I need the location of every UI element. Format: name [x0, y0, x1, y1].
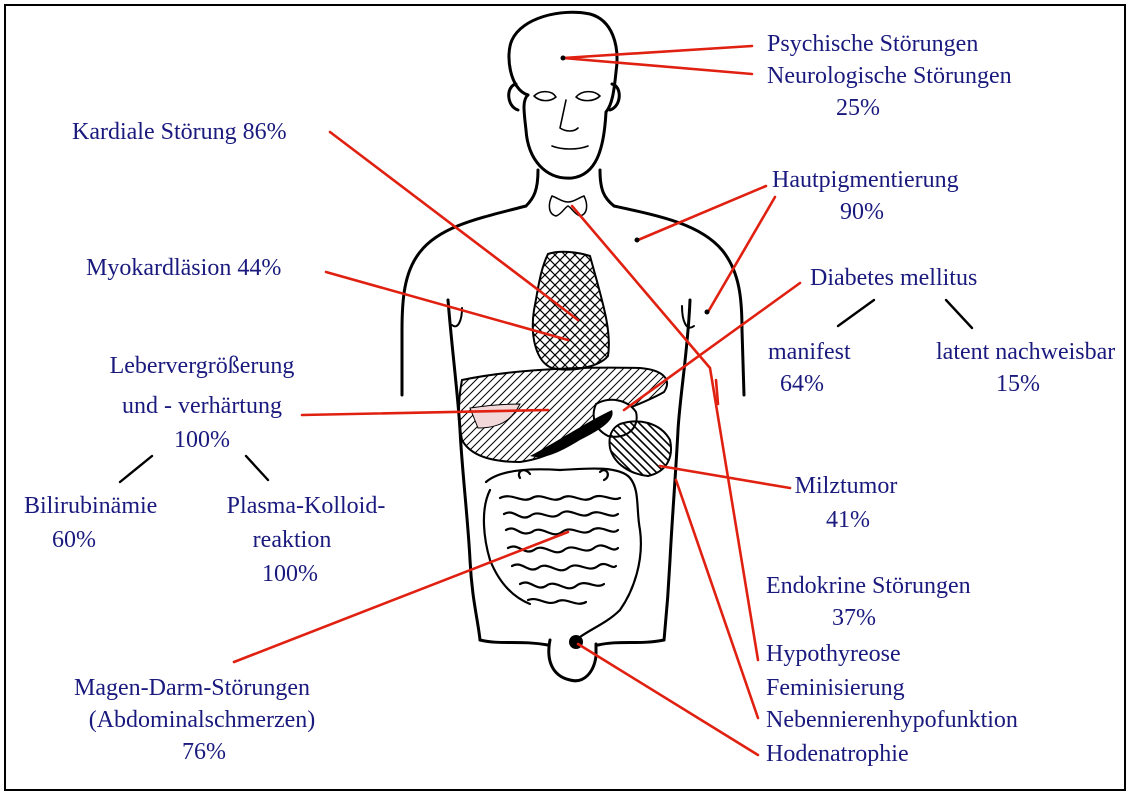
label-neurologisch: Neurologische Störungen	[767, 62, 1012, 90]
right-eye	[576, 92, 600, 101]
label-endokrin-pct: 37%	[832, 604, 876, 632]
leader-hoden	[578, 644, 758, 755]
leader-neurologisch	[563, 58, 752, 74]
label-haut-pct: 90%	[840, 198, 884, 226]
thyroid	[549, 196, 586, 216]
label-manifest-pct: 64%	[780, 370, 824, 398]
label-milz: Milztumor	[795, 472, 898, 500]
label-psychisch: Psychische Störungen	[767, 30, 978, 58]
label-magen-1: Magen-Darm-Störungen	[74, 674, 310, 702]
label-bilirubin-pct: 60%	[52, 526, 96, 554]
leader-kardial	[330, 132, 578, 320]
branch-latent	[946, 300, 972, 328]
leader-nebenniere	[676, 480, 758, 718]
right-shoulder	[614, 206, 744, 395]
label-hoden: Hodenatrophie	[766, 740, 909, 768]
leader-milz	[660, 466, 790, 488]
left-eye	[534, 92, 556, 101]
label-leber-2: und - verhärtung	[122, 392, 282, 420]
head-outline	[509, 12, 617, 178]
label-magen-pct: 76%	[182, 738, 226, 766]
label-plasma-1: Plasma-Kolloid-	[227, 492, 386, 520]
leader-myokard	[326, 272, 568, 340]
mouth	[552, 146, 588, 149]
label-magen-2: (Abdominalschmerzen)	[89, 706, 316, 734]
label-neuro-pct: 25%	[836, 94, 880, 122]
heart	[533, 252, 609, 370]
label-nebenniere: Nebennierenhypofunktion	[766, 706, 1018, 734]
label-leber-pct: 100%	[174, 426, 230, 454]
label-latent-pct: 15%	[996, 370, 1040, 398]
label-bilirubin: Bilirubinämie	[24, 492, 157, 520]
label-latent: latent nachweisbar	[936, 338, 1115, 366]
label-manifest: manifest	[768, 338, 851, 366]
branch-manifest	[838, 300, 874, 326]
branch-plasma	[246, 456, 268, 480]
label-leber-1: Lebervergrößerung	[110, 352, 295, 380]
leader-psychisch	[563, 46, 752, 58]
branch-bilirubin	[120, 456, 152, 482]
label-milz-pct: 41%	[826, 506, 870, 534]
label-haut: Hautpigmentierung	[772, 166, 959, 194]
label-plasma-2: reaktion	[253, 526, 332, 554]
label-diabetes: Diabetes mellitus	[810, 264, 977, 292]
nose	[560, 100, 578, 131]
label-feminisierung: Feminisierung	[766, 674, 905, 702]
label-hypothyreose: Hypothyreose	[766, 640, 901, 668]
label-myokard: Myokardläsion 44%	[86, 254, 281, 282]
spleen	[609, 421, 671, 476]
label-endokrin: Endokrine Störungen	[766, 572, 971, 600]
label-kardial: Kardiale Störung 86%	[72, 118, 287, 146]
label-plasma-pct: 100%	[262, 560, 318, 588]
